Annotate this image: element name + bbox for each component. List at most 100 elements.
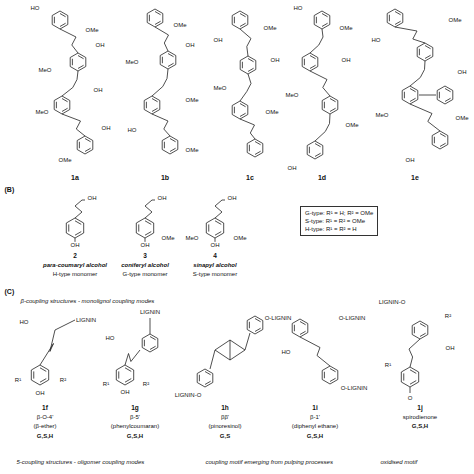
bond-line [145, 232, 151, 236]
structure-label: G,S,H [411, 423, 428, 429]
structure-label: G-type monomer [122, 271, 168, 277]
bond-line [414, 327, 415, 333]
aromatic-ring [144, 96, 160, 114]
aromatic-ring [302, 53, 318, 71]
bond-line [150, 346, 156, 349]
bond-line [56, 102, 57, 108]
aromatic-ring [322, 366, 338, 384]
callout-number: 3 [143, 253, 148, 260]
structure-label: HO [30, 5, 40, 11]
aromatic-ring [54, 96, 70, 114]
bond-line [40, 379, 46, 383]
structure-label: R¹ [14, 377, 21, 383]
structure-label: G,S,H [306, 433, 323, 439]
bond-line [410, 89, 416, 92]
definition-box: G-type: R¹ = H; R² = OMeS-type: R¹ = R² … [300, 206, 378, 236]
structure-label: OMe [263, 25, 277, 31]
structure-label: β-O-4' [36, 414, 54, 420]
callout-number: 1f [42, 405, 49, 412]
bond-line [72, 59, 73, 65]
bond-line [215, 200, 225, 218]
aromatic-ring [66, 218, 83, 238]
structure-label: OH [210, 242, 220, 248]
bond-line [199, 375, 200, 381]
structure-label: OH [101, 125, 111, 131]
callout-number: 1d [317, 174, 326, 181]
aromatic-ring [437, 86, 453, 104]
bond-line [410, 104, 440, 131]
aromatic-ring [142, 334, 158, 352]
aromatic-ring [77, 136, 93, 154]
bond-line [79, 142, 80, 148]
bond-line [322, 14, 328, 17]
structure-label: H-type monomer [52, 271, 98, 277]
bond-line [54, 17, 55, 23]
bond-line [255, 142, 261, 145]
bond-line [85, 139, 91, 142]
callout-number: 4 [213, 253, 218, 260]
bond-line [309, 147, 310, 153]
structure-label: OH [95, 42, 105, 48]
bond-line [248, 68, 254, 71]
structure-label: HO [105, 335, 115, 341]
structure-label: oxidised motif [380, 459, 418, 465]
callout-number: (C) [4, 288, 15, 295]
bond-line [324, 372, 325, 378]
structure-label: OH [341, 57, 351, 63]
callout-number: 2 [73, 253, 78, 260]
structure-label: coupling motif emerging from pulping pro… [205, 459, 333, 465]
structure-label: OMe [173, 22, 187, 28]
bond-line [150, 337, 156, 340]
bond-line [294, 325, 295, 331]
structure-label: coniferyl alcohol [121, 262, 170, 268]
bond-line [152, 114, 170, 136]
structure-label: S-type monomer [192, 271, 237, 277]
bond-line [145, 200, 155, 218]
aromatic-ring [240, 56, 256, 74]
bond-line [300, 322, 306, 325]
structure-label: β-1' [310, 414, 321, 420]
bond-line [389, 15, 390, 21]
bond-line [215, 221, 221, 225]
bond-line [162, 57, 163, 63]
bond-line [205, 381, 211, 384]
structure-label: para-coumaryl alcohol [42, 262, 107, 268]
bond-line [249, 145, 250, 151]
bond-line [310, 56, 316, 59]
structure-label: OH [445, 345, 455, 351]
bond-line [445, 98, 451, 101]
structure-label: MeO [35, 109, 49, 115]
structure-label: LIGNIN-O [378, 299, 406, 305]
bond-line [152, 69, 168, 96]
bond-line [149, 15, 150, 21]
bond-line [248, 59, 254, 62]
bond-line [75, 200, 85, 218]
bond-line [395, 21, 401, 24]
bond-line [78, 65, 84, 68]
bond-line [125, 350, 140, 365]
bond-line [242, 62, 243, 68]
bond-line [144, 340, 145, 346]
structure-label: O-LIGNIN [264, 315, 292, 321]
callout-number: 5-coupling structures - oligomer couplin… [16, 459, 145, 465]
structure-label: HO [281, 349, 291, 355]
bond-line [304, 59, 305, 65]
bond-line [118, 371, 119, 378]
bond-line [300, 331, 306, 334]
structure-label: OMe [345, 122, 359, 128]
aromatic-ring [232, 11, 248, 29]
aromatic-ring [417, 43, 433, 61]
bond-line [234, 17, 235, 23]
bond-line [152, 108, 158, 111]
aromatic-ring [322, 96, 338, 114]
bond-line [152, 99, 158, 102]
structure-label: OH [140, 242, 150, 248]
aromatic-ring [31, 365, 48, 385]
definition-text: H-type: R¹ = R² = H [305, 225, 373, 233]
bond-line [310, 71, 330, 96]
aromatic-ring [402, 86, 418, 104]
bond-line [310, 65, 316, 68]
bond-line [410, 61, 425, 86]
bond-line [395, 27, 425, 43]
